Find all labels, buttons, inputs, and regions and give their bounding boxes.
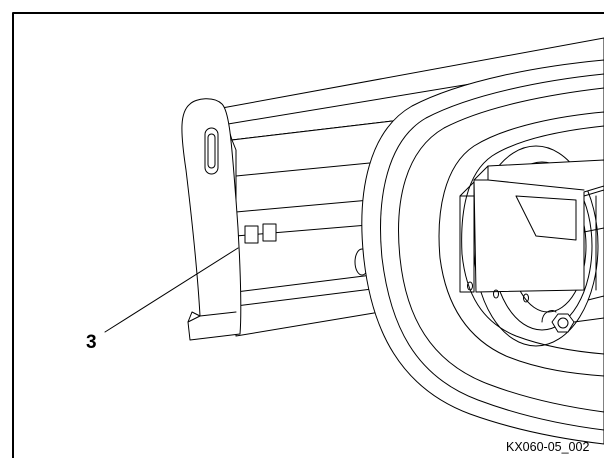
figure-frame — [12, 12, 604, 458]
mounting-plate — [181, 98, 242, 341]
track-roller-assembly — [361, 59, 604, 445]
leader-line-3 — [104, 247, 239, 333]
callout-label-3: 3 — [86, 332, 97, 353]
decal-squares — [244, 223, 277, 244]
plate-slot — [204, 127, 219, 175]
figure-code-label: KX060-05_002 — [506, 440, 589, 454]
